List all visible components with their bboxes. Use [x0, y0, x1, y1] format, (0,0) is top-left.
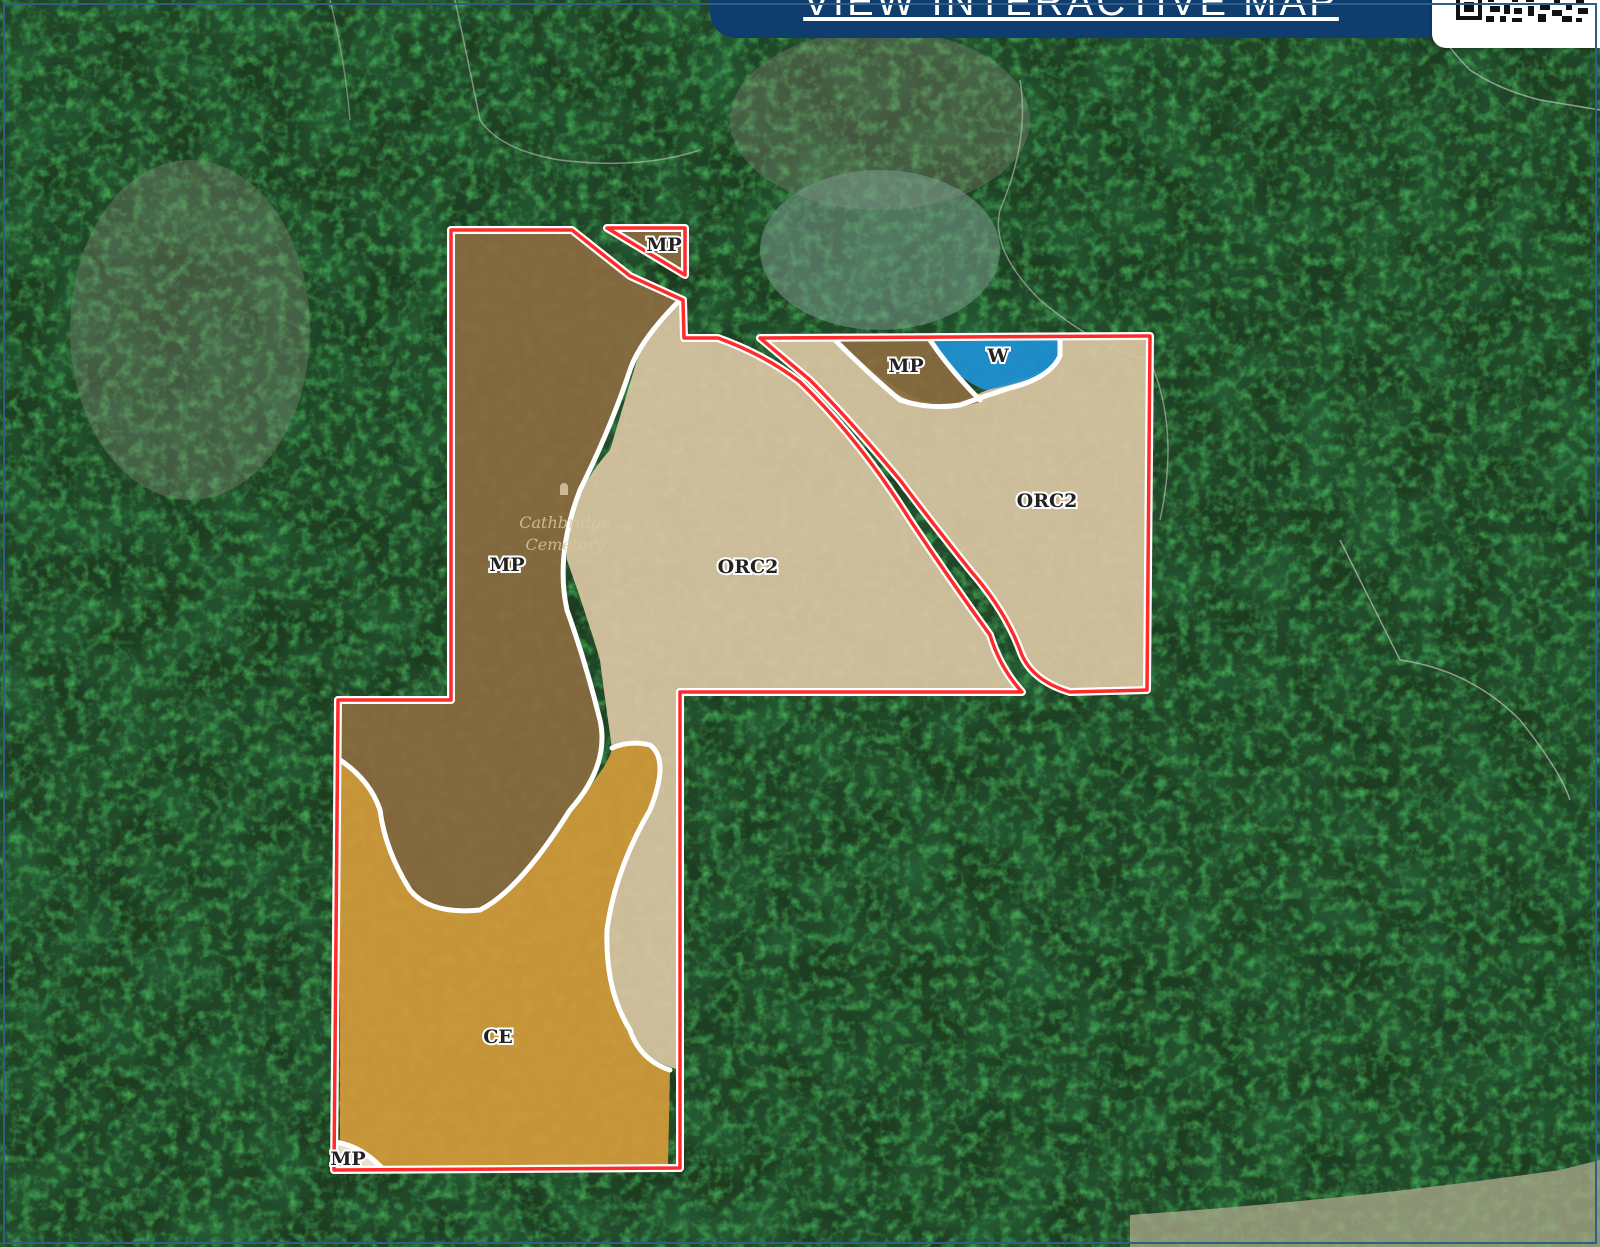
soil-label-mp-east: MP — [888, 355, 923, 377]
soil-polygon-mp-southwest[interactable] — [334, 1142, 382, 1170]
svg-text:Cathbridge: Cathbridge — [519, 513, 610, 532]
soil-label-ce: CE — [483, 1026, 513, 1048]
boundary-parcel-east — [758, 334, 1152, 694]
soil-label-mp-north: MP — [646, 234, 681, 256]
view-interactive-map-link[interactable]: VIEW INTERACTIVE MAP — [803, 0, 1339, 24]
soil-labels: MP MP MP MP ORC2 ORC2 W CE — [328, 232, 1079, 1172]
trail-line — [997, 79, 1169, 521]
soil-polygons[interactable] — [331, 228, 1150, 1171]
soil-label-mp-southwest: MP — [330, 1148, 365, 1170]
soil-polygon-mp-west[interactable] — [340, 230, 680, 911]
soil-label-orc2-east: ORC2 — [1017, 490, 1078, 512]
svg-text:Cemetery: Cemetery — [526, 535, 606, 554]
trail-line — [454, 0, 701, 165]
soil-polygon-ce[interactable] — [340, 743, 670, 1170]
field-imagery — [1130, 1160, 1600, 1247]
trail-line — [1339, 539, 1571, 801]
pond-imagery — [760, 170, 1000, 330]
soil-label-orc2-center: ORC2 — [718, 556, 779, 578]
soil-polygon-w[interactable] — [930, 340, 1060, 390]
soil-polygon-orc2-center[interactable] — [566, 300, 1022, 1070]
cemetery-marker-icon — [560, 483, 568, 495]
soil-boundary-lines — [331, 297, 1063, 1171]
interactive-map-banner: VIEW INTERACTIVE MAP — [710, 0, 1432, 38]
property-boundary[interactable] — [330, 224, 1154, 1174]
qr-code-icon — [1456, 0, 1588, 22]
boundary-parcel-west — [332, 228, 1024, 1172]
soil-polygon-orc2-east[interactable] — [765, 338, 1150, 692]
qr-code-box[interactable] — [1432, 0, 1600, 48]
boundary-parcel-north — [605, 226, 687, 277]
cemetery-label: Cathbridge Cemetery — [519, 483, 611, 554]
trail-line — [329, 0, 351, 121]
soil-polygon-mp-east[interactable] — [835, 340, 980, 408]
soil-label-w: W — [986, 345, 1009, 367]
soil-label-mp-west: MP — [489, 554, 524, 576]
